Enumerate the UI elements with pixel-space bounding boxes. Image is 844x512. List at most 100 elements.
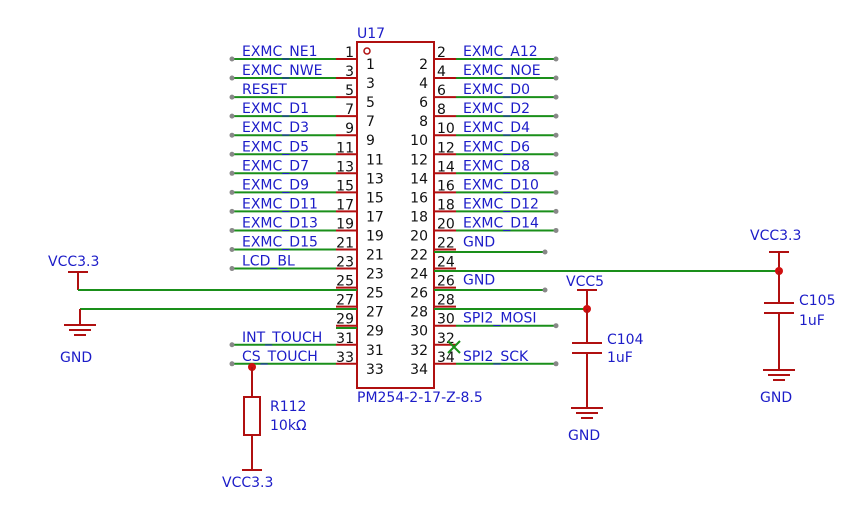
net-label-left[interactable]: EXMC_D11 (242, 196, 318, 212)
pin-outside-right: 8 (437, 102, 446, 118)
net-label-right[interactable]: EXMC_D14 (463, 215, 539, 231)
net-label-right[interactable]: GND (463, 235, 495, 251)
pin-inside-right: 26 (410, 286, 428, 302)
pin-inside-right: 24 (410, 267, 428, 283)
pin-outside-right: 16 (437, 178, 455, 194)
pin-outside-right: 2 (437, 45, 446, 61)
net-label-left[interactable]: EXMC_D15 (242, 235, 318, 251)
ic-ref: U17 (357, 26, 385, 42)
pin-outside-left: 7 (345, 102, 354, 118)
pin-inside-right: 34 (410, 362, 428, 378)
net-end-right (553, 208, 559, 214)
net-label-right[interactable]: EXMC_D2 (463, 101, 530, 117)
vcc-right-label: VCC3.3 (750, 228, 801, 244)
pin-outside-right: 30 (437, 312, 455, 328)
vcc-left-label: VCC3.3 (48, 254, 99, 270)
pin-outside-left: 3 (345, 64, 354, 80)
net-label-right[interactable]: EXMC_D0 (463, 82, 530, 98)
net-end-left (229, 247, 235, 252)
ic-body[interactable] (356, 41, 435, 389)
pin-outside-right: 12 (437, 140, 455, 156)
ic-part: PM254-2-17-Z-8.5 (357, 390, 483, 406)
pin-inside-left: 29 (366, 324, 384, 340)
pin-outside-left: 21 (336, 236, 354, 252)
pin-inside-right: 2 (419, 57, 428, 73)
pin-outside-left: 23 (336, 255, 354, 271)
pin-outside-left: 13 (336, 159, 354, 175)
pin-outside-right: 4 (437, 64, 446, 80)
pin-inside-left: 21 (366, 248, 384, 264)
net-label-right[interactable]: EXMC_D8 (463, 158, 530, 174)
net-label-left[interactable]: EXMC_D3 (242, 120, 309, 136)
c104-ref: C104 (607, 332, 644, 348)
net-label-left[interactable]: EXMC_D7 (242, 158, 309, 174)
pin-outside-left: 17 (336, 197, 354, 213)
net-label-left[interactable]: LCD_BL (242, 254, 295, 270)
pin-inside-right: 8 (419, 114, 428, 130)
pin-inside-right: 18 (410, 209, 428, 225)
net-label-left[interactable]: EXMC_NE1 (242, 44, 318, 60)
pin1-marker (363, 47, 371, 55)
pin-outside-left: 9 (345, 121, 354, 137)
gnd-c104-label: GND (568, 428, 600, 444)
pin-inside-left: 9 (366, 133, 375, 149)
net-label-right[interactable]: SPI2_SCK (463, 349, 529, 365)
net-end-left (229, 342, 235, 348)
net-end-left (229, 94, 235, 100)
gnd-left-label: GND (60, 350, 92, 366)
net-label-left[interactable]: EXMC_D13 (242, 215, 318, 231)
net-end-left (229, 56, 235, 62)
c105-ref: C105 (799, 293, 836, 309)
pin-inside-right: 22 (410, 248, 428, 264)
net-label-left[interactable]: EXMC_D9 (242, 177, 309, 193)
net-end-left (229, 266, 235, 272)
net-label-left[interactable]: INT_TOUCH (242, 330, 322, 346)
r112-ref: R112 (270, 399, 306, 415)
pin-outside-left: 11 (336, 140, 354, 156)
pin-inside-left: 15 (366, 190, 384, 206)
net-label-left[interactable]: EXMC_NWE (242, 63, 322, 79)
r112-value: 10kΩ (270, 418, 307, 434)
pin-inside-left: 13 (366, 171, 384, 187)
net-end-right (553, 189, 559, 195)
net-end-left (229, 227, 235, 233)
net-label-left[interactable]: CS_TOUCH (242, 349, 318, 365)
net-end-right (553, 170, 559, 176)
net-label-right[interactable]: EXMC_A12 (463, 44, 538, 60)
net-end-right (553, 227, 559, 233)
pin-inside-right: 12 (410, 152, 428, 168)
net-label-right[interactable]: EXMC_D6 (463, 139, 530, 155)
pin-outside-right: 28 (437, 293, 455, 309)
pin-outside-right: 10 (437, 121, 455, 137)
net-label-right[interactable]: EXMC_D12 (463, 196, 539, 212)
left-pins-group: 1133557799111113131515171719192121232325… (336, 45, 384, 378)
net-label-right[interactable]: GND (463, 273, 495, 289)
net-label-left[interactable]: RESET (242, 82, 287, 98)
pin-inside-left: 17 (366, 209, 384, 225)
pin-inside-right: 16 (410, 190, 428, 206)
pin-outside-left: 31 (336, 331, 354, 347)
net-label-right[interactable]: EXMC_D4 (463, 120, 530, 136)
pin-outside-right: 34 (437, 350, 455, 366)
net-label-right[interactable]: EXMC_D10 (463, 177, 539, 193)
net-label-right[interactable]: SPI2_MOSI (463, 311, 536, 327)
c104-value: 1uF (607, 350, 633, 366)
pin-inside-left: 1 (366, 57, 375, 73)
net-end-right (553, 56, 559, 62)
pin-inside-left: 25 (366, 286, 384, 302)
vcc-right-network: VCC3.3 C105 1uF GND (434, 228, 836, 406)
net-label-right[interactable]: EXMC_NOE (463, 63, 541, 79)
pin-inside-right: 10 (410, 133, 428, 149)
net-end-right (553, 361, 559, 367)
pin-outside-left: 1 (345, 45, 354, 61)
net-end-left (229, 208, 235, 214)
pin-inside-right: 32 (410, 343, 428, 359)
pin-inside-left: 23 (366, 267, 384, 283)
net-label-left[interactable]: EXMC_D1 (242, 101, 309, 117)
pin-inside-left: 11 (366, 152, 384, 168)
vcc5-network: VCC5 C104 1uF GND (434, 274, 644, 444)
net-label-left[interactable]: EXMC_D5 (242, 139, 309, 155)
pin-inside-left: 31 (366, 343, 384, 359)
net-end-left (229, 170, 235, 176)
